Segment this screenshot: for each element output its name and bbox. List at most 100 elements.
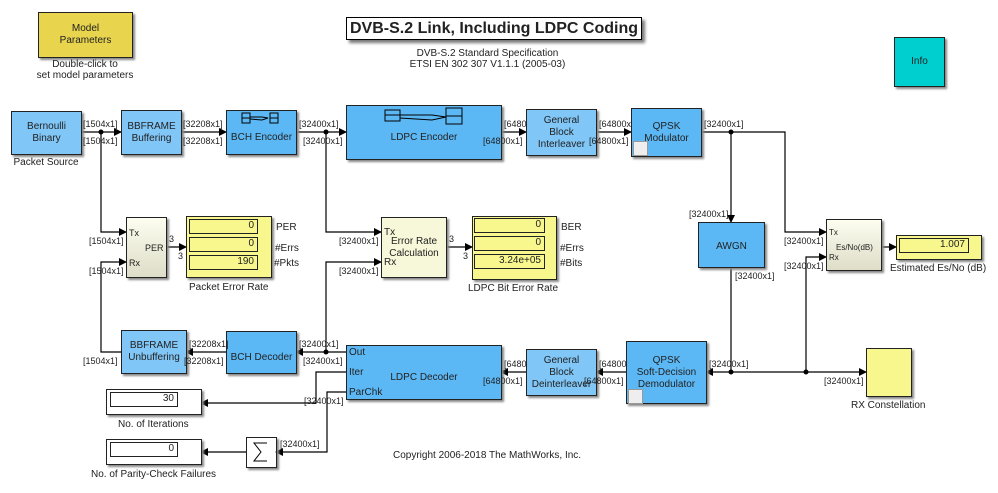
signal-label: [32400x1] xyxy=(304,396,344,406)
line xyxy=(100,132,127,236)
esno-estimator-block[interactable] xyxy=(826,219,882,271)
port-out: Out xyxy=(349,347,366,358)
signal-label: [64800x1] xyxy=(584,376,624,386)
port-tx: Tx xyxy=(129,228,139,238)
line xyxy=(200,371,346,407)
subsystem-icon xyxy=(633,141,648,156)
signal-label: [32208x1] xyxy=(183,136,223,146)
signal-label: [32400x1] xyxy=(735,271,775,281)
label: #Pkts xyxy=(274,258,300,269)
label: PER xyxy=(276,222,297,233)
signal-label: [32208x1] xyxy=(184,356,224,366)
port-esno: Es/No(dB) xyxy=(836,243,873,252)
signal-label: [6480 xyxy=(504,119,527,129)
line xyxy=(325,258,382,352)
label: BER xyxy=(561,222,582,233)
parity-caption: No. of Parity-Check Failures xyxy=(91,469,217,480)
bch-encoder-block[interactable]: BCH Encoder xyxy=(226,110,297,155)
label: #Errs xyxy=(560,243,584,254)
pkts-value: 190 xyxy=(189,255,258,270)
line xyxy=(701,131,827,236)
info-block[interactable]: Info xyxy=(894,37,945,87)
ldpc-decoder-block[interactable]: LDPC Decoder xyxy=(346,345,502,400)
ldpc-encoder-block[interactable]: LDPC Encoder xyxy=(346,105,502,160)
label: Parameters xyxy=(59,35,112,46)
signal-label: [1504x1] xyxy=(89,266,124,276)
signal-label: [64800x xyxy=(599,119,632,129)
line xyxy=(325,132,382,236)
signal-label: [32400x1] xyxy=(689,209,729,219)
errs-value: 0 xyxy=(189,237,258,252)
signal-label: 3 xyxy=(449,234,455,244)
packet-error-rate-calc-block[interactable] xyxy=(126,217,167,278)
errs-value: 0 xyxy=(474,236,545,251)
signal-label: [1504x1] xyxy=(83,136,118,146)
signal-label: [1504x1] xyxy=(89,236,124,246)
line xyxy=(805,253,827,372)
signal-label: [64800 xyxy=(599,359,627,369)
signal-label: [64800x1] xyxy=(589,136,629,146)
signal-label: 3 xyxy=(169,234,175,244)
port-tx: Tx xyxy=(384,227,396,238)
label: #Errs xyxy=(275,243,299,254)
signal-label: [32400x1] xyxy=(280,439,320,449)
packet-error-rate-caption: Packet Error Rate xyxy=(189,282,269,293)
signal-label: 3 xyxy=(463,251,469,261)
iterations-caption: No. of Iterations xyxy=(118,419,189,430)
page-title: DVB-S.2 Link, Including LDPC Coding xyxy=(346,17,642,40)
signal-label: [32208x1] xyxy=(183,119,223,129)
ldpc-ber-caption: LDPC Bit Error Rate xyxy=(468,283,559,294)
signal-label: [6480 xyxy=(504,359,527,369)
bch-decoder-block[interactable]: BCH Decoder xyxy=(226,331,297,374)
signal-label: [32400x1] xyxy=(784,261,824,271)
esno-value: 1.007 xyxy=(899,238,969,253)
signal-label: [32400x1] xyxy=(339,266,379,276)
signal-label: [32400x1] xyxy=(784,236,824,246)
esno-caption: Estimated Es/No (dB) xyxy=(890,263,987,274)
signal-label: [32400x1] xyxy=(303,136,343,146)
signal-label: [64800x1] xyxy=(483,136,523,146)
port-per: PER xyxy=(145,243,164,253)
port-rx: Rx xyxy=(384,257,397,268)
signal-label: [32208x1] xyxy=(189,339,229,349)
line xyxy=(275,391,346,456)
awgn-channel-block[interactable]: AWGN xyxy=(698,222,765,268)
port-rx: Rx xyxy=(829,253,839,262)
port-iter: Iter xyxy=(349,367,364,378)
signal-label: [32400x1] xyxy=(299,119,339,129)
parity-value: 0 xyxy=(110,442,178,457)
line xyxy=(100,258,127,353)
signal-label: [32400x1] xyxy=(299,339,339,349)
signal-label: [32400x1] xyxy=(824,376,864,386)
port-parchk: ParChk xyxy=(349,387,383,398)
signal-label: [32400x1] xyxy=(709,359,749,369)
signal-label: [32400x1] xyxy=(339,236,379,246)
iterations-value: 30 xyxy=(110,392,178,407)
per-value: 0 xyxy=(189,219,258,234)
signal-label: [1504x1] xyxy=(83,119,118,129)
port-rx: Rx xyxy=(129,258,140,268)
port-tx: Tx xyxy=(829,228,838,237)
sum-block[interactable] xyxy=(246,437,277,468)
signal-label: [32400x1] xyxy=(704,119,744,129)
packet-source-caption: Packet Source xyxy=(13,157,79,168)
bits-value: 3.24e+05 xyxy=(474,254,545,269)
rx-constellation-scope[interactable] xyxy=(866,348,912,397)
signal-label: 3 xyxy=(178,251,184,261)
ber-value: 0 xyxy=(474,218,545,233)
label: #Bits xyxy=(560,258,583,269)
subsystem-icon xyxy=(628,389,643,404)
rx-constellation-caption: RX Constellation xyxy=(851,400,926,411)
signal-label: [32400x1] xyxy=(303,356,343,366)
